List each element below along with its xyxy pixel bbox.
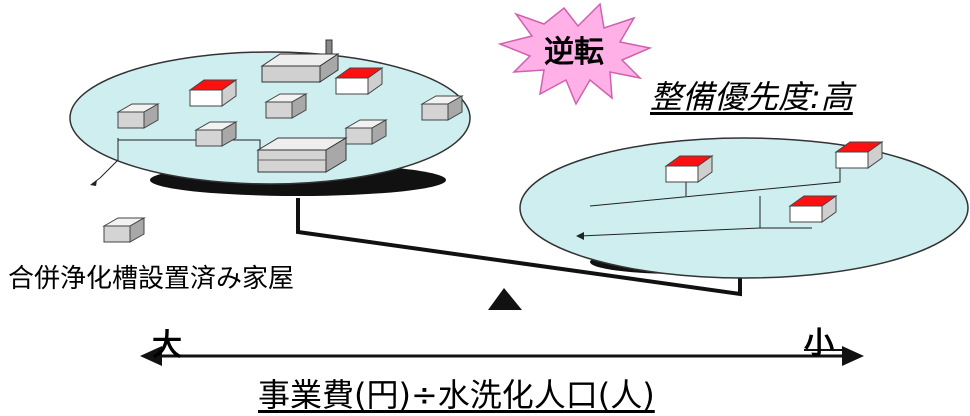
starburst-icon [497,2,653,106]
reversal-label: 逆転 [544,35,604,70]
small-label: 小 [804,326,834,361]
right-plate [519,137,969,279]
legend-house-icon [103,217,145,243]
building-icon [256,137,348,173]
priority-label: 整備優先度:高 [650,78,853,116]
fulcrum-triangle-icon [488,288,522,310]
left-plate [69,39,471,196]
legend-label: 合併浄化槽設置済み家屋 [8,264,295,294]
formula-label: 事業費(円)÷水洗化人口(人) [258,376,655,414]
double-arrow-icon [140,346,864,366]
factory-icon [260,39,340,83]
large-label: 大 [152,328,182,363]
